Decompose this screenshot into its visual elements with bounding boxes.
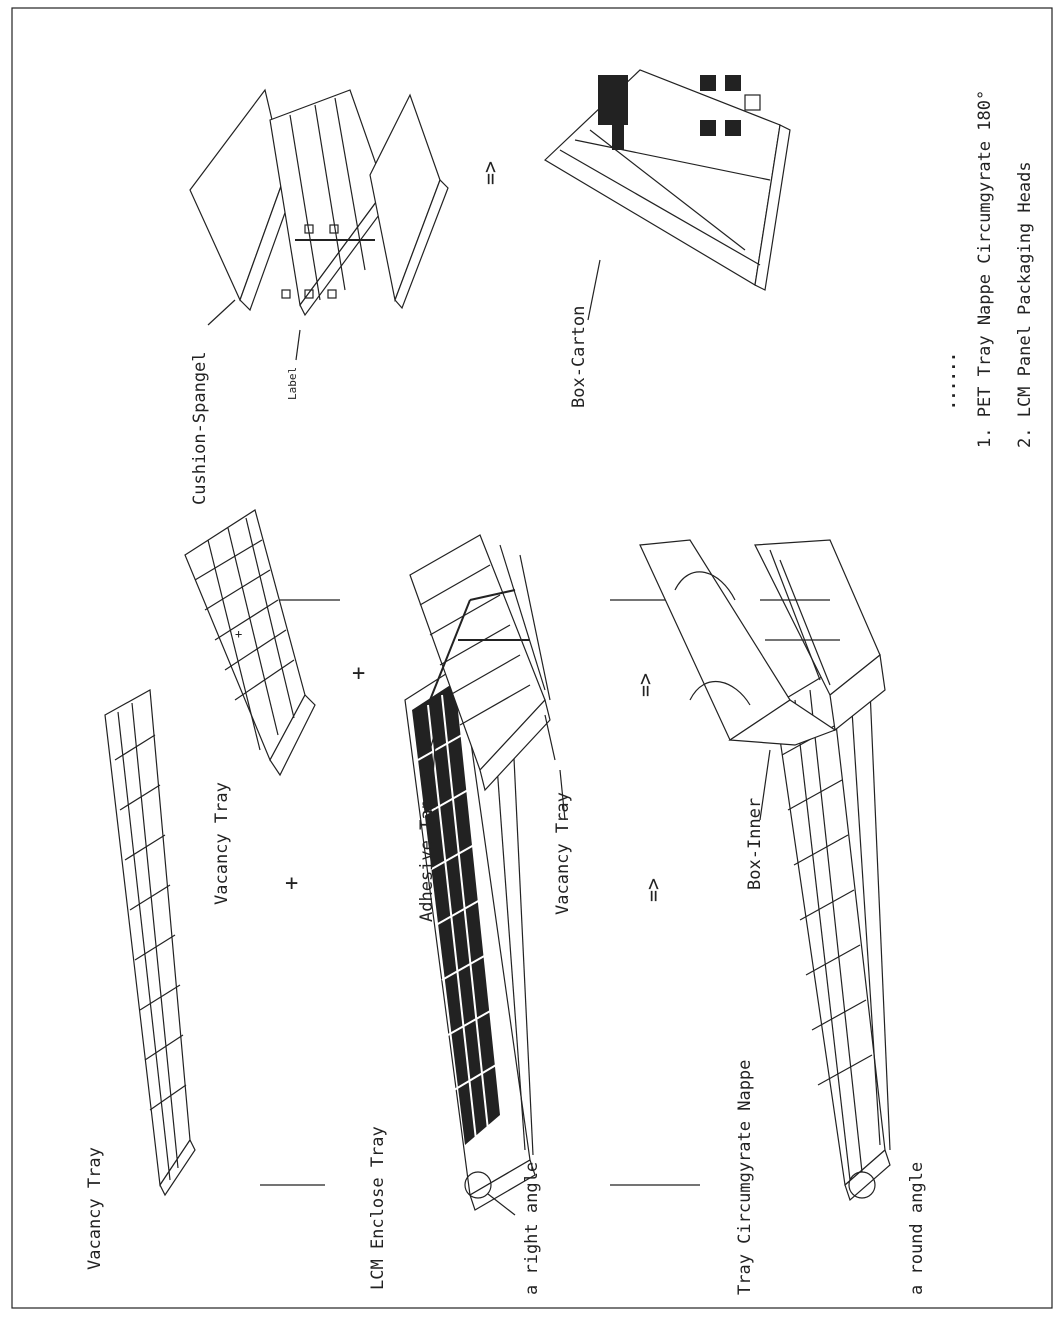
label-a-right-angle: a right angle [522,1162,542,1295]
tray-circumgyrate-nappe-illustration [775,672,898,1212]
box-carton-illustration [545,70,790,290]
label-vacancy-tray-1: Vacancy Tray [85,1147,105,1270]
vacancy-tray-illustration-2: + [185,510,315,775]
label-tag [282,290,290,298]
carton-print-mark [700,120,716,136]
cushion-spangel-bottom-illustration [370,95,448,308]
label-vacancy-tray-2: Vacancy Tray [212,782,232,905]
carton-print-block [612,105,624,150]
label-tray-circumgyrate-nappe: Tray Circumgyrate Nappe [735,1060,755,1295]
label-a-round-angle: a round angle [907,1162,927,1295]
label-box-carton: Box-Carton [569,306,589,408]
arrow-symbol: => [478,161,502,185]
vacancy-tray-illustration-1 [105,690,195,1195]
carton-print-mark [725,75,741,91]
note-item-2: 2. LCM Panel Packaging Heads [1015,161,1035,448]
carton-label-box [745,95,760,110]
labeled-box-stack-illustration [270,90,390,315]
arrow-symbol: => [633,673,657,697]
plus-sign: + [285,871,298,896]
arrow-symbol: => [641,878,665,902]
plus-sign: + [352,661,365,686]
label-vacancy-tray-3: Vacancy Tray [553,792,573,915]
carton-print-mark [700,75,716,91]
label-label: Label [286,367,299,400]
tray-center-mark: + [235,627,242,641]
label-adhesive-tape: Adhesive Tape [417,789,437,922]
note-bullets: ...... [940,352,959,410]
note-item-1: 1. PET Tray Nappe Circumgyrate 180° [975,90,995,448]
label-tag [328,290,336,298]
label-cushion-spangel: Cushion-Spangel [190,351,210,505]
label-lcm-enclose-tray: LCM Enclose Tray [368,1126,388,1290]
box-inner-illustration [640,540,885,745]
label-box-inner: Box-Inner [745,798,765,890]
carton-print-mark [725,120,741,136]
